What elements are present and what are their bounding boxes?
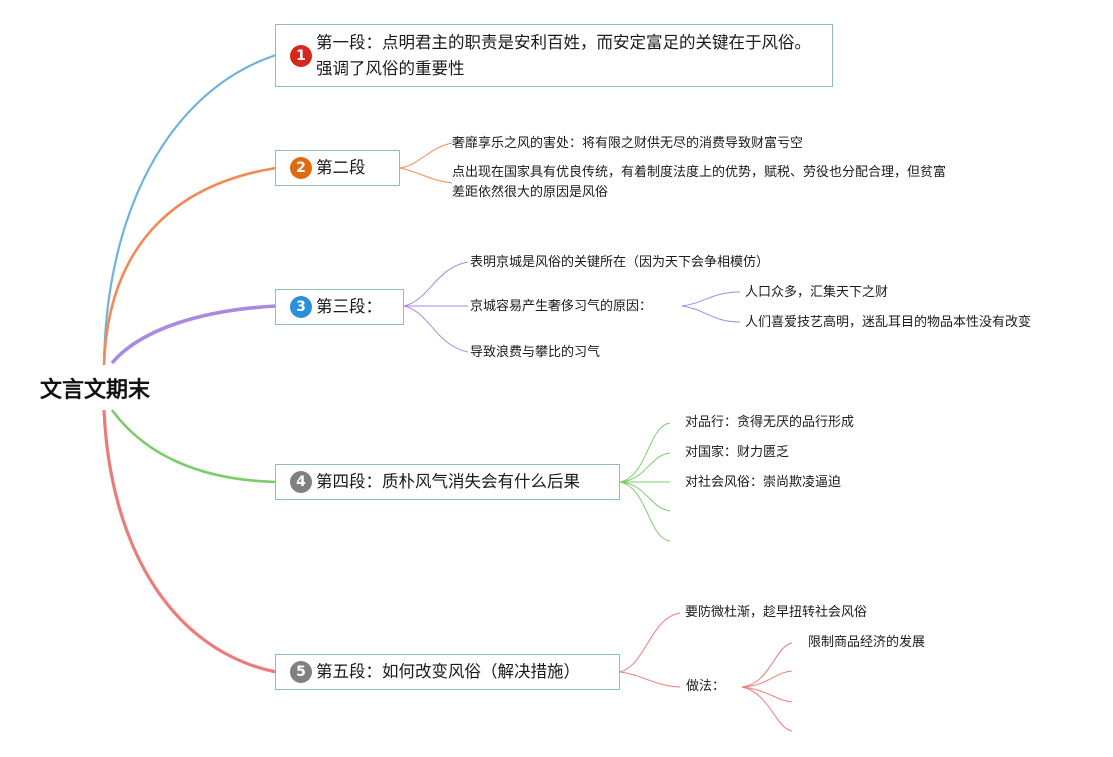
b3-sub-sub-line-1 xyxy=(681,291,741,307)
b3-sub-sub-line-2 xyxy=(681,305,741,323)
branch-3-node[interactable]: 3 第三段： xyxy=(275,289,404,325)
branch-5-label: 第五段：如何改变风俗（解决措施） xyxy=(316,662,580,681)
badge-2-icon: 2 xyxy=(290,157,312,179)
b5-child-2[interactable]: 做法： xyxy=(686,679,726,694)
b4-sub-line-4 xyxy=(619,481,671,512)
b5-grandchild-1[interactable]: 限制商品经济的发展 xyxy=(808,635,926,650)
b5-sub-sub-line-3 xyxy=(741,686,793,703)
b4-sub-line-5 xyxy=(619,481,671,542)
b3-sub-line-3 xyxy=(403,305,469,353)
b2-child-2[interactable]: 点出现在国家具有优良传统，有着制度法度上的优势，赋税、劳役也分配合理，但贫富差距… xyxy=(452,165,947,200)
b3-grandchild-2[interactable]: 人们喜爱技艺高明，迷乱耳目的物品本性没有改变 xyxy=(745,315,1032,330)
branch-4-label: 第四段：质朴风气消失会有什么后果 xyxy=(316,472,580,491)
b5-child-1[interactable]: 要防微杜渐，趁早扭转社会风俗 xyxy=(685,605,868,620)
branch-3-label: 第三段： xyxy=(316,297,382,316)
branch-1-line xyxy=(102,53,277,366)
branch-2-line xyxy=(102,166,277,366)
branch-1-node[interactable]: 1 第一段：点明君主的职责是安利百姓，而安定富足的关键在于风俗。强调了风俗的重要… xyxy=(275,24,833,87)
b4-child-1[interactable]: 对品行：贪得无厌的品行形成 xyxy=(685,415,855,430)
b5-sub-line-1 xyxy=(619,612,681,673)
b2-sub-line-2 xyxy=(399,167,453,184)
b4-sub-line-2 xyxy=(619,452,671,483)
b5-sub-line-2 xyxy=(619,671,681,688)
branch-5-node[interactable]: 5 第五段：如何改变风俗（解决措施） xyxy=(275,654,620,690)
b4-child-3[interactable]: 对社会风俗：崇尚欺凌逼迫 xyxy=(685,475,842,490)
badge-5-icon: 5 xyxy=(290,661,312,683)
branch-1-label: 第一段：点明君主的职责是安利百姓，而安定富足的关键在于风俗。强调了风俗的重要性 xyxy=(316,32,811,78)
b4-child-2[interactable]: 对国家：财力匮乏 xyxy=(685,445,790,460)
b5-sub-sub-line-1 xyxy=(741,642,793,688)
branch-4-node[interactable]: 4 第四段：质朴风气消失会有什么后果 xyxy=(275,464,620,500)
branch-4-line xyxy=(110,409,277,484)
badge-1-icon: 1 xyxy=(290,44,312,67)
b3-sub-line-1 xyxy=(403,261,469,307)
badge-3-icon: 3 xyxy=(290,296,312,318)
b5-sub-sub-line-2 xyxy=(741,670,793,688)
b3-child-1[interactable]: 表明京城是风俗的关键所在（因为天下会争相模仿） xyxy=(470,255,770,270)
branch-5-line xyxy=(102,409,277,674)
branch-3-line xyxy=(110,304,277,365)
b4-sub-line-1 xyxy=(619,422,671,483)
b3-grandchild-1[interactable]: 人口众多，汇集天下之财 xyxy=(745,285,889,300)
b2-child-1[interactable]: 奢靡享乐之风的害处：将有限之财供无尽的消费导致财富亏空 xyxy=(452,136,804,151)
b2-sub-line-1 xyxy=(399,142,453,169)
branch-2-node[interactable]: 2 第二段 xyxy=(275,150,400,186)
b3-child-2[interactable]: 京城容易产生奢侈习气的原因： xyxy=(470,299,653,314)
branch-2-label: 第二段 xyxy=(316,158,366,177)
root-topic[interactable]: 文言文期末 xyxy=(40,378,151,403)
badge-4-icon: 4 xyxy=(290,471,312,493)
b5-sub-sub-line-4 xyxy=(741,686,793,732)
b3-child-3[interactable]: 导致浪费与攀比的习气 xyxy=(470,345,601,360)
